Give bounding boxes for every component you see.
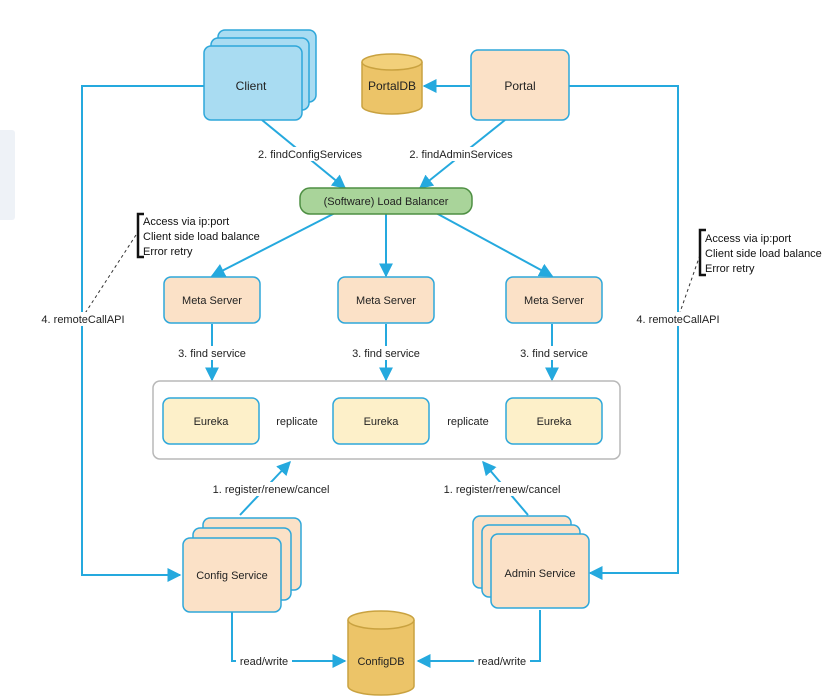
edge-label-find-service-1: 3. find service [178,348,246,360]
edge-config-readwrite [231,612,347,668]
eureka-3-label: Eureka [537,416,573,428]
eureka-1-box [162,397,260,445]
admin-service-label: Admin Service [505,568,576,580]
eureka-3-box [505,397,603,445]
config-db-node: ConfigDB [347,610,415,696]
eureka-2-label: Eureka [364,416,400,428]
edge-label-find-admin-services: 2. findAdminServices [409,149,513,161]
edge-label-find-service-2: 3. find service [352,348,420,360]
note-right-line-3: Error retry [705,263,755,275]
note-left: Access via ip:port Client side load bala… [136,212,260,259]
meta-server-1-node: Meta Server [163,276,261,324]
note-right-line-1: Access via ip:port [705,233,791,245]
eureka-cluster: Eureka Eureka Eureka [152,380,621,460]
load-balancer-node: (Software) Load Balancer [299,187,473,215]
meta-server-3-label: Meta Server [524,295,584,307]
edge-label-remote-call-left: 4. remoteCallAPI [41,314,124,326]
note-left-line-1: Access via ip:port [143,216,229,228]
note-right: Access via ip:port Client side load bala… [698,228,822,277]
note-left-line-3: Error retry [143,246,193,258]
config-db-label: ConfigDB [357,656,404,668]
note-left-line-2: Client side load balance [143,231,260,243]
edge-label-read-write-right: read/write [478,656,526,668]
edge-label-remote-call-right: 4. remoteCallAPI [636,314,719,326]
edge-label-replicate-2: replicate [447,416,489,428]
eureka-2-box [332,397,430,445]
edge-admin-readwrite [416,610,541,668]
edge-label-register-left: 1. register/renew/cancel [213,484,330,496]
edge-labels: 2. findConfigServices 2. findAdminServic… [35,147,726,668]
meta-server-3-node: Meta Server [505,276,603,324]
config-service-node: Config Service [182,517,302,613]
edge-label-find-service-3: 3. find service [520,348,588,360]
portal-label: Portal [504,79,535,93]
note-leader-right [677,254,701,319]
note-leaders [81,234,701,319]
edge-label-read-write-left: read/write [240,656,288,668]
client-node: Client [203,29,317,121]
note-leader-left [81,234,137,319]
side-panel-tab [0,130,15,220]
eureka-1-label: Eureka [194,416,230,428]
admin-service-node: Admin Service [472,515,590,609]
edge-lb-to-meta-3 [435,212,554,277]
edge-label-find-config-services: 2. findConfigServices [258,149,362,161]
portal-node: Portal [470,49,570,121]
edge-label-replicate-1: replicate [276,416,318,428]
config-service-label: Config Service [196,570,268,582]
load-balancer-label: (Software) Load Balancer [324,196,449,208]
portal-db-node: PortalDB [361,53,423,115]
meta-server-2-label: Meta Server [356,295,416,307]
edge-remote-call-right [540,85,679,580]
edge-remote-call-left [81,85,205,582]
client-label: Client [236,79,267,93]
note-right-line-2: Client side load balance [705,248,822,260]
edge-lb-to-meta-1 [210,212,336,277]
portal-db-label: PortalDB [368,79,416,93]
meta-server-2-node: Meta Server [337,276,435,324]
edge-label-register-right: 1. register/renew/cancel [444,484,561,496]
meta-server-1-label: Meta Server [182,295,242,307]
